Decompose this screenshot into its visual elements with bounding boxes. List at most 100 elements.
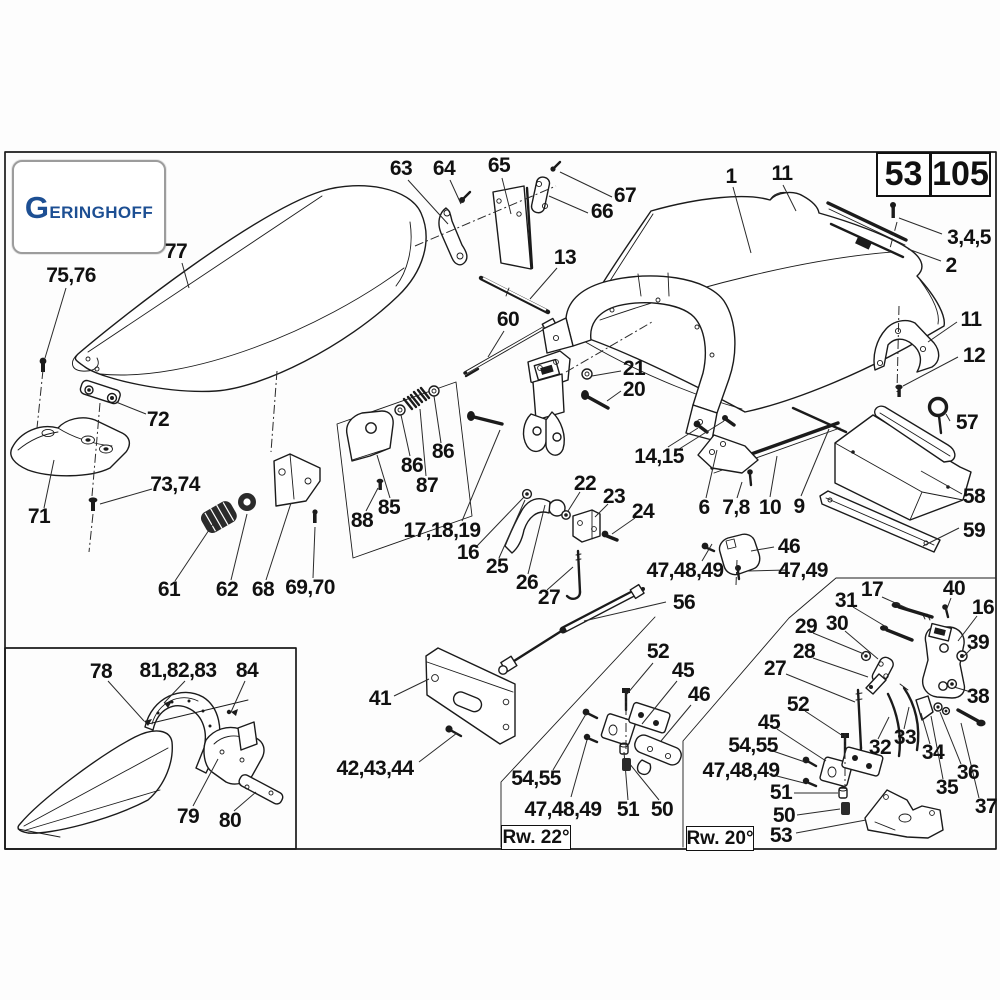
right-linkage-group xyxy=(844,602,986,758)
part-label-17-right: 17 xyxy=(860,578,884,601)
part-label-1: 1 xyxy=(725,165,737,188)
spring-87 xyxy=(402,386,431,411)
part-label-45-right: 45 xyxy=(757,711,781,734)
bracket-46-mid xyxy=(701,533,761,581)
part-label-41: 41 xyxy=(368,687,392,710)
page-code-left: 53 xyxy=(876,152,931,197)
part-label-5455-right: 54,55 xyxy=(728,734,778,757)
leader-lines xyxy=(43,171,980,834)
part-label-58: 58 xyxy=(962,485,986,508)
part-label-7374: 73,74 xyxy=(150,473,200,496)
part-label-50-right: 50 xyxy=(772,804,796,827)
part-label-7576: 75,76 xyxy=(46,264,96,287)
part-label-78-inset: 78 xyxy=(89,660,113,683)
part-label-37: 37 xyxy=(974,795,998,818)
part-label-84: 84 xyxy=(235,659,259,682)
section-badge-rw20: Rw. 20° xyxy=(686,826,754,851)
part-label-34: 34 xyxy=(921,741,945,764)
part-label-16: 16 xyxy=(456,541,480,564)
screw-73-74 xyxy=(88,497,98,511)
part-label-40: 40 xyxy=(942,577,966,600)
latch-lever-group xyxy=(504,488,619,600)
part-label-62: 62 xyxy=(215,578,239,601)
mount-plate-41 xyxy=(425,647,516,745)
part-label-66: 66 xyxy=(590,200,614,223)
part-label-86b: 86 xyxy=(431,440,455,463)
part-label-29: 29 xyxy=(794,615,818,638)
part-label-52-left: 52 xyxy=(646,640,670,663)
part-label-46-left: 46 xyxy=(687,683,711,706)
section-badge-rw22: Rw. 22° xyxy=(501,825,571,850)
detail-box-85-88 xyxy=(336,381,473,559)
part-label-21: 21 xyxy=(622,357,646,380)
part-label-22: 22 xyxy=(573,472,597,495)
page-code-right: 105 xyxy=(930,152,991,197)
part-label-474849-right: 47,48,49 xyxy=(702,759,781,782)
part-label-51-right: 51 xyxy=(769,781,793,804)
rod-60 xyxy=(463,317,557,378)
nose-shoe-71 xyxy=(10,417,131,477)
part-label-31: 31 xyxy=(834,589,858,612)
part-label-77: 77 xyxy=(164,240,188,263)
gas-strut-56 xyxy=(498,583,645,675)
frame-borders xyxy=(4,151,997,850)
part-label-78pair: 7,8 xyxy=(722,496,750,519)
part-label-80: 80 xyxy=(218,809,242,832)
part-label-79: 79 xyxy=(176,805,200,828)
arch-bracket xyxy=(542,272,736,441)
part-label-51-left: 51 xyxy=(616,798,640,821)
part-label-35: 35 xyxy=(935,776,959,799)
screw-75-76 xyxy=(39,357,47,372)
ring-pull-57 xyxy=(927,396,949,435)
part-label-24: 24 xyxy=(631,500,655,523)
deflector-cone-77 xyxy=(72,185,427,393)
part-label-39: 39 xyxy=(966,631,990,654)
part-label-53-right: 53 xyxy=(769,824,793,847)
part-label-32: 32 xyxy=(868,736,892,759)
part-label-30: 30 xyxy=(825,612,849,635)
carrier-arm-group xyxy=(697,406,848,487)
part-label-59: 59 xyxy=(962,519,986,542)
part-label-36: 36 xyxy=(956,761,980,784)
part-label-27: 27 xyxy=(537,586,561,609)
part-label-65: 65 xyxy=(487,154,511,177)
part-label-61: 61 xyxy=(157,578,181,601)
logo-text: GERINGHOFF xyxy=(24,189,154,225)
part-label-71: 71 xyxy=(27,505,51,528)
logo-box: GERINGHOFF xyxy=(12,160,166,254)
rod-13 xyxy=(478,275,551,315)
guard-58 xyxy=(834,405,972,521)
part-label-1415: 14,15 xyxy=(634,445,684,468)
link-63-64 xyxy=(438,190,472,266)
roller-61 xyxy=(200,501,237,533)
part-label-63: 63 xyxy=(389,157,413,180)
part-label-68: 68 xyxy=(251,578,275,601)
bolt-near-box xyxy=(467,411,504,426)
part-label-818283: 81,82,83 xyxy=(139,659,218,682)
part-label-50-left: 50 xyxy=(650,798,674,821)
part-label-26: 26 xyxy=(515,571,539,594)
part-label-171819: 17,18,19 xyxy=(403,519,482,542)
strip-59 xyxy=(819,490,941,553)
main-hood-1 xyxy=(573,191,945,413)
part-label-28: 28 xyxy=(792,640,816,663)
part-label-38: 38 xyxy=(966,685,990,708)
part-label-52-right: 52 xyxy=(786,693,810,716)
part-label-9: 9 xyxy=(793,495,805,518)
part-label-5455-left: 54,55 xyxy=(511,767,561,790)
part-label-11-right: 11 xyxy=(960,308,983,331)
part-label-16-right: 16 xyxy=(971,596,995,619)
part-label-25: 25 xyxy=(485,555,509,578)
washer-62 xyxy=(238,493,256,511)
part-label-57: 57 xyxy=(955,411,979,434)
part-label-60: 60 xyxy=(496,308,520,331)
center-bracket-group xyxy=(522,350,610,456)
screws-14-15 xyxy=(693,415,736,434)
link-66 xyxy=(530,160,562,214)
part-label-45-left: 45 xyxy=(671,659,695,682)
part-label-6: 6 xyxy=(698,496,710,519)
v-bracket-11 xyxy=(873,319,940,397)
part-label-424344: 42,43,44 xyxy=(336,757,415,780)
part-label-85: 85 xyxy=(377,496,401,519)
